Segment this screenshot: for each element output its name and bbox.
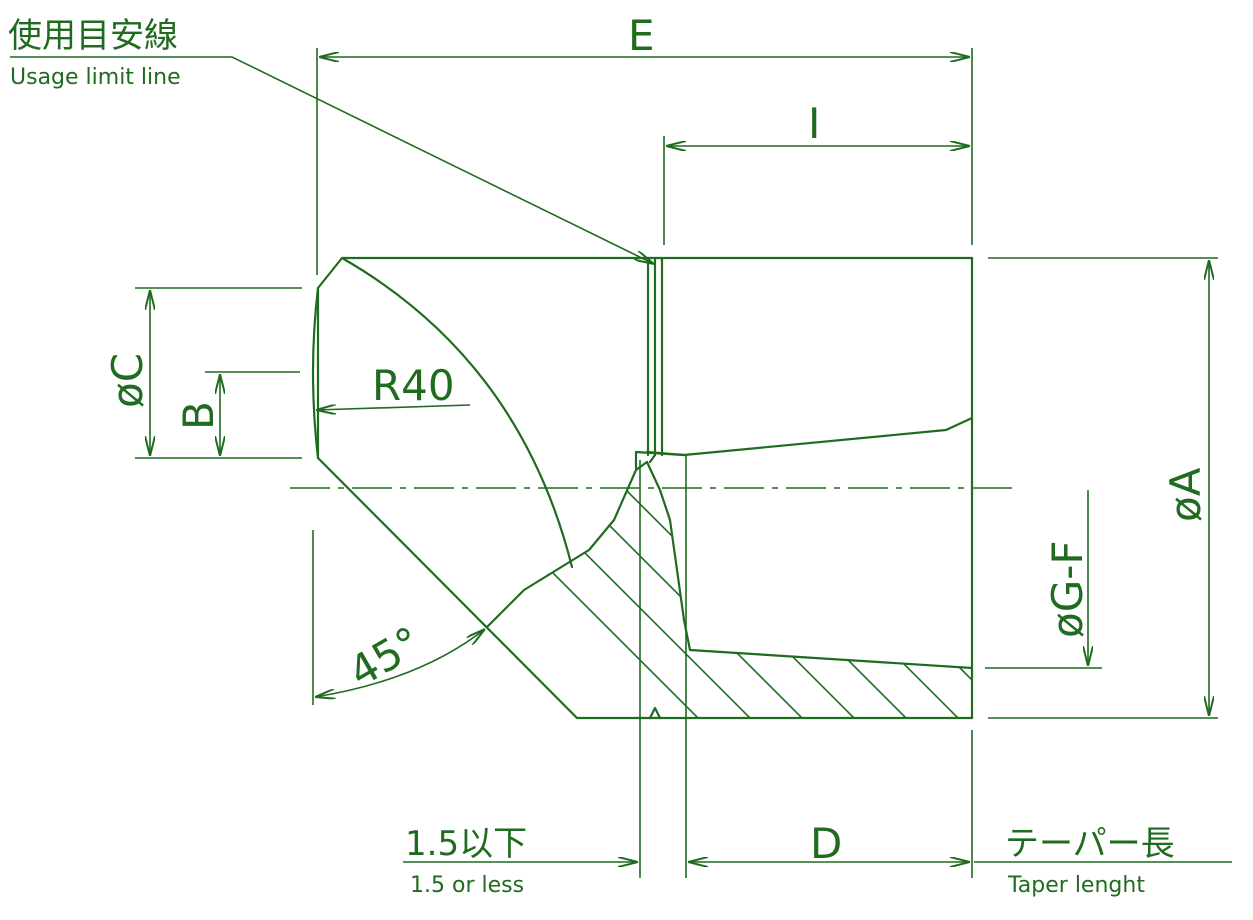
- dim-I-label: I: [808, 99, 820, 148]
- labels: 使用目安線 Usage limit line E I R40 øC B øA ø…: [8, 11, 1210, 898]
- usage-note-en: Usage limit line: [10, 65, 181, 90]
- dim-A-label: øA: [1161, 467, 1210, 522]
- dim-E-label: E: [628, 11, 655, 60]
- dim-angle-label: 45°: [341, 617, 430, 697]
- dim-B-label: B: [174, 401, 223, 430]
- hatch-line: [487, 462, 721, 718]
- dim-R-line: [316, 404, 471, 410]
- dim-D-label: D: [810, 819, 842, 868]
- dim-GF-label: øG-F: [1043, 540, 1092, 638]
- dim-C-label: øC: [103, 353, 152, 408]
- dim-R-label: R40: [372, 361, 455, 410]
- taper-note-jp: テーパー長: [1005, 824, 1175, 864]
- hatch-line: [887, 462, 972, 718]
- dimension-lines: [10, 57, 1232, 862]
- dim-angle-arc: [315, 629, 485, 697]
- limit-note-en: 1.5 or less: [410, 873, 524, 898]
- usage-note-jp: 使用目安線: [8, 16, 178, 56]
- hatch-line: [487, 462, 773, 718]
- hatch-line: [992, 440, 1253, 740]
- usage-leader: [10, 56, 654, 264]
- limit-note-jp: 1.5以下: [405, 824, 527, 864]
- extension-lines: [135, 48, 1218, 878]
- taper-note-en: Taper lenght: [1007, 873, 1145, 898]
